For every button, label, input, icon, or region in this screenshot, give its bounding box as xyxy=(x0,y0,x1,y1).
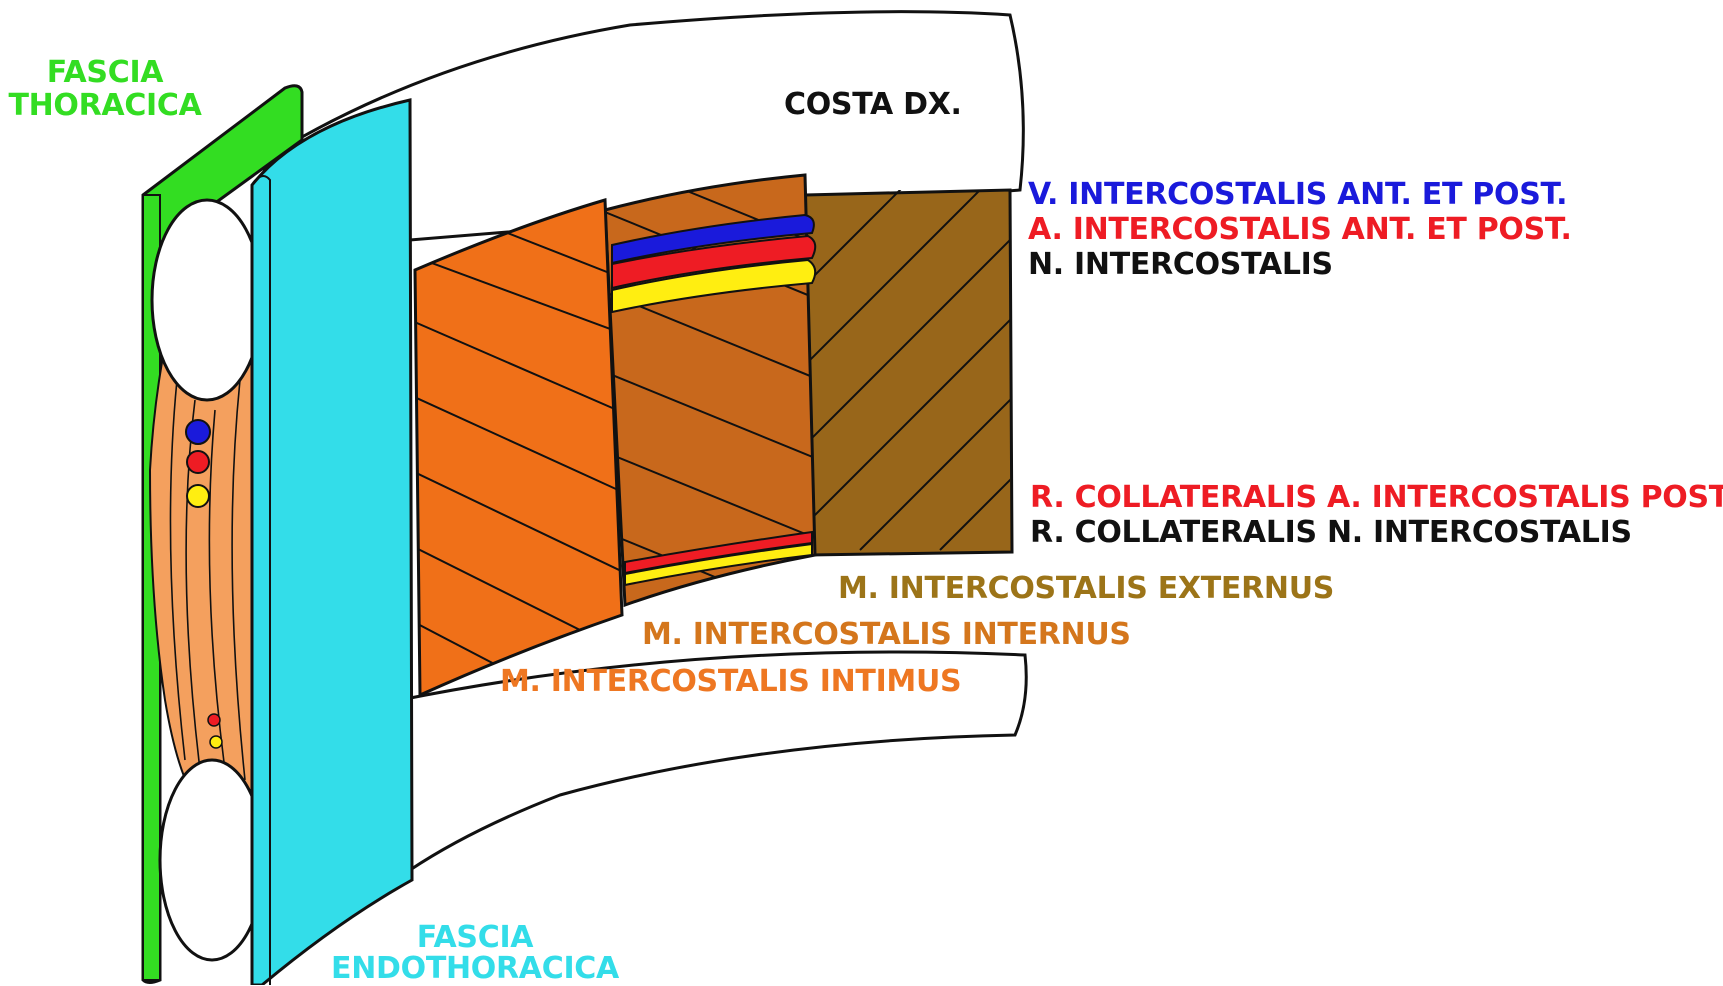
intercostal-bundle-main xyxy=(611,213,817,314)
rib-costa xyxy=(251,10,1028,873)
fascia-endothoracica xyxy=(250,98,414,985)
musculus-intercostalis-intimus xyxy=(413,198,624,698)
fascia-thoracica xyxy=(141,84,304,984)
label-vena-intercostalis: V. INTERCOSTALIS ANT. ET POST. xyxy=(1028,177,1568,212)
nervus-collateralis-section xyxy=(209,735,223,749)
label-ramus-collateralis-nervi: R. COLLATERALIS N. INTERCOSTALIS xyxy=(1030,515,1632,550)
label-fascia-endothoracica: FASCIA ENDOTHORACICA xyxy=(331,920,619,986)
label-nervus-intercostalis: N. INTERCOSTALIS xyxy=(1028,247,1333,282)
rib-section-upper xyxy=(150,198,264,402)
nervus-section xyxy=(186,484,210,508)
label-m-intercostalis-externus: M. INTERCOSTALIS EXTERNUS xyxy=(838,571,1335,606)
vena-section xyxy=(185,419,211,445)
label-m-intercostalis-internus: M. INTERCOSTALIS INTERNUS xyxy=(642,617,1131,652)
rib-section-lower xyxy=(158,758,266,962)
arteria-section xyxy=(186,450,210,474)
label-arteria-intercostalis: A. INTERCOSTALIS ANT. ET POST. xyxy=(1028,212,1572,247)
label-m-intercostalis-intimus: M. INTERCOSTALIS INTIMUS xyxy=(500,664,962,699)
intercostal-cross-section xyxy=(148,299,269,791)
arteria-collateralis-section xyxy=(207,713,221,727)
collateral-bundle xyxy=(624,530,813,587)
label-fascia-thoracica: FASCIA THORACICA xyxy=(8,55,202,123)
musculus-intercostalis-externus xyxy=(800,188,1014,557)
label-ramus-collateralis-arteriae: R. COLLATERALIS A. INTERCOSTALIS POST. xyxy=(1030,480,1723,515)
label-costa: COSTA DX. xyxy=(784,87,962,122)
